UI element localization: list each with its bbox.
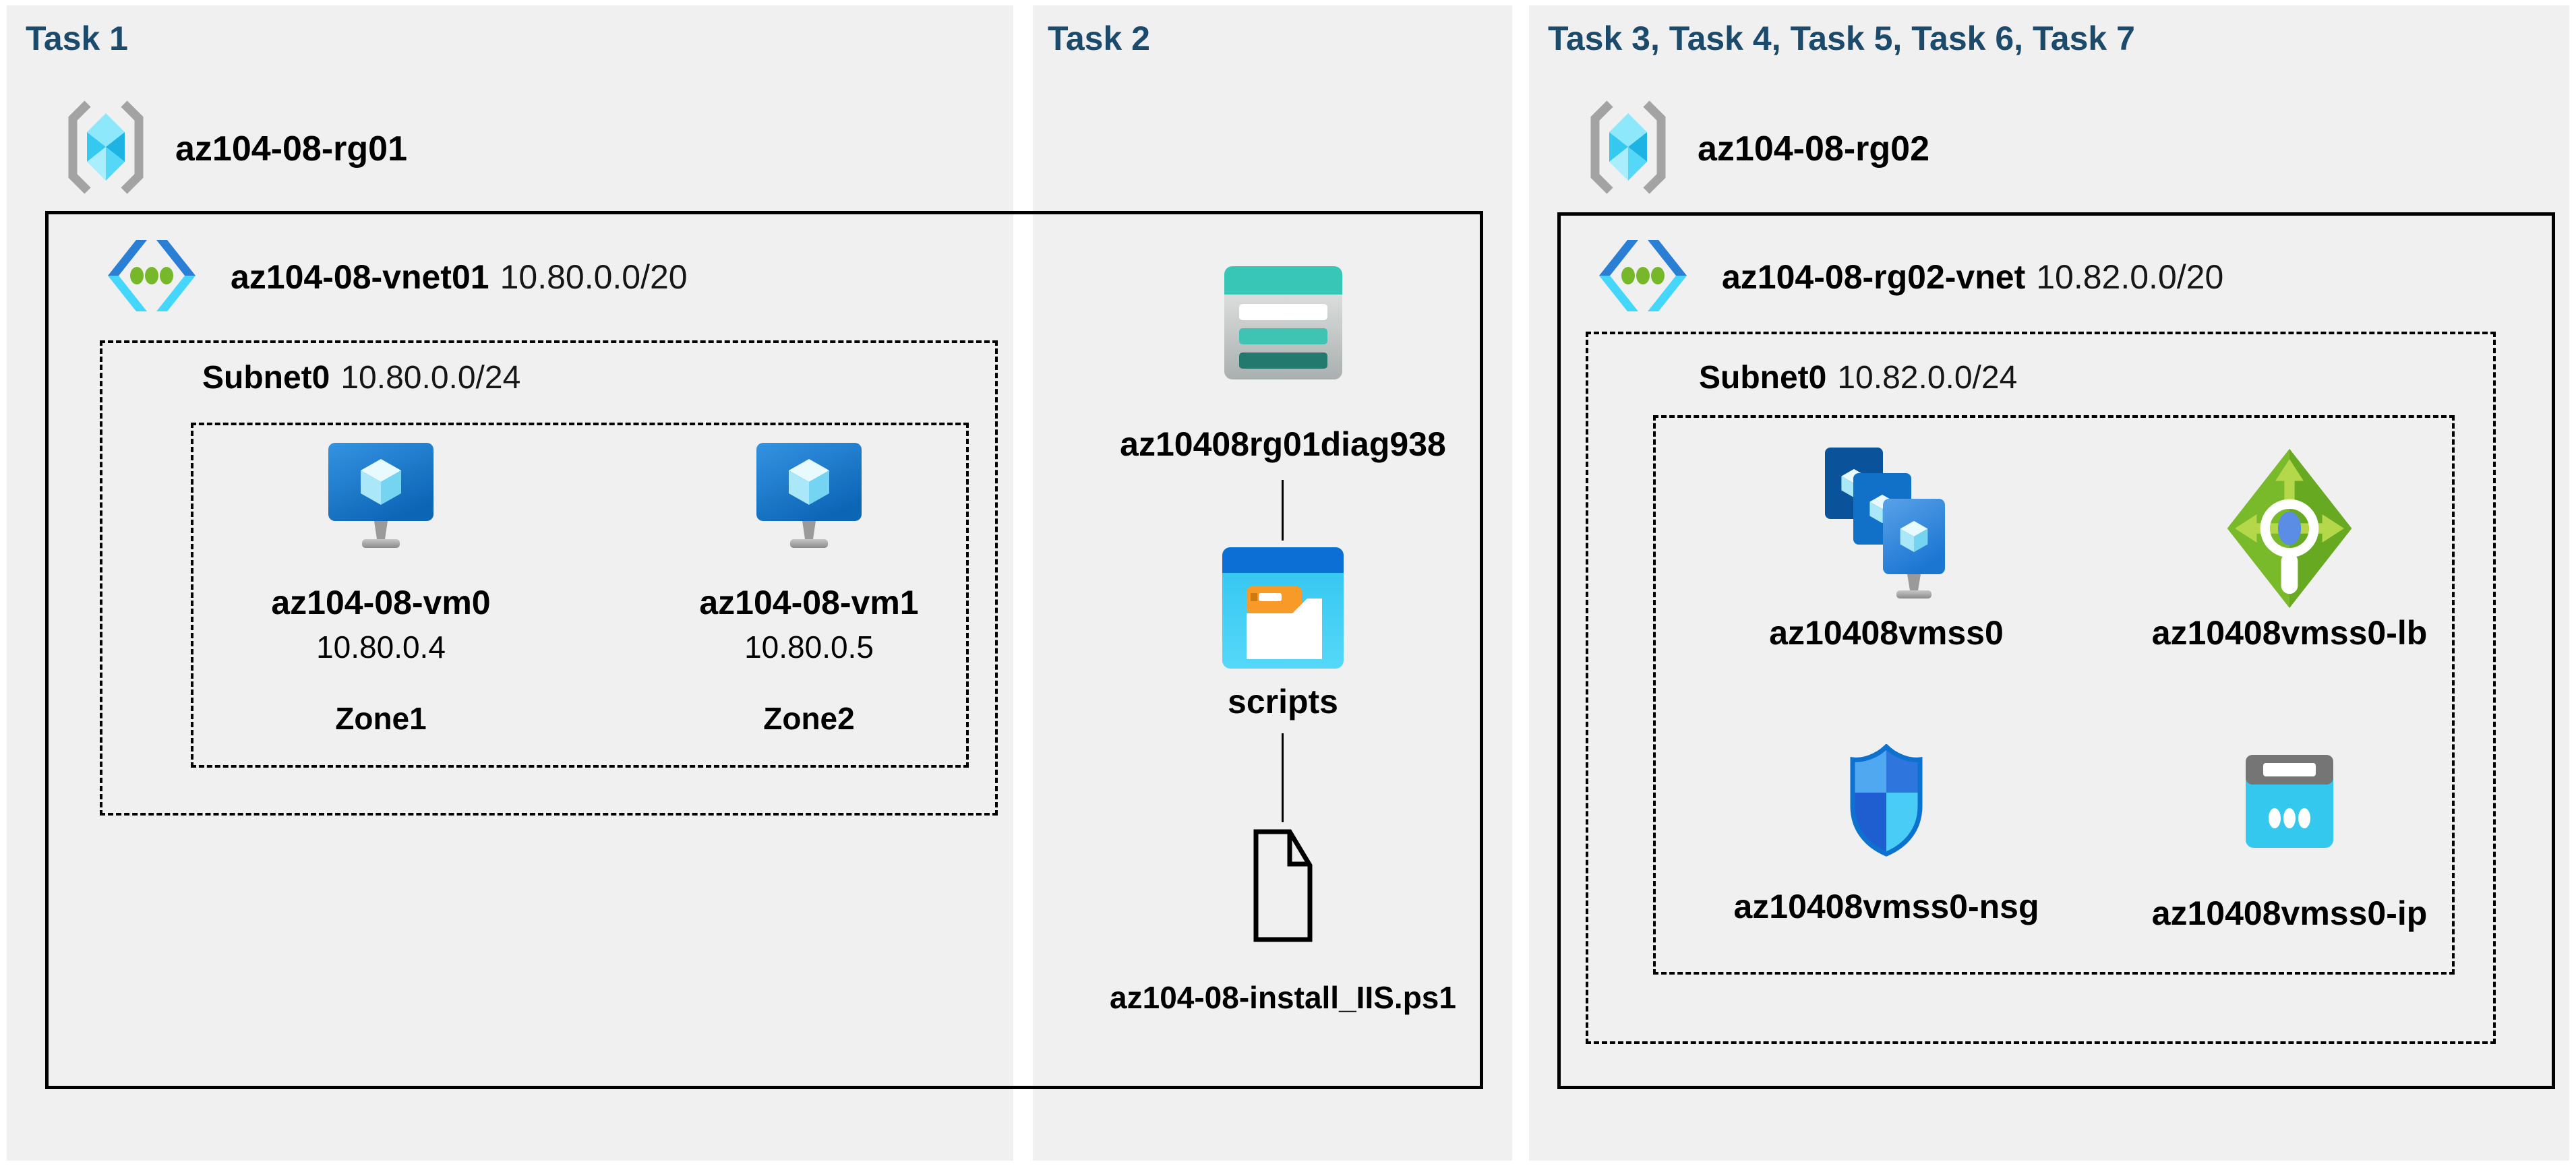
subnet0-outer-box-task3 [1586, 332, 2496, 1044]
subnet0-inner-box-task1 [191, 423, 969, 768]
vnet-icon [1592, 239, 1694, 316]
script-file-node: az104-08-install_IIS.ps1 [1081, 828, 1485, 1016]
resource-group-name: az104-08-rg02 [1698, 129, 1929, 168]
container-node: scripts [1081, 547, 1485, 721]
task3-panel [1529, 5, 2569, 1161]
vnet-name: az104-08-vnet01 [231, 258, 489, 296]
subnet0-inner-box-task3 [1653, 415, 2455, 975]
task1-header: Task 1 [26, 20, 128, 57]
vm-zone: Zone1 [335, 701, 427, 736]
public-ip-name: az10408vmss0-ip [2151, 894, 2428, 932]
container-name: scripts [1228, 683, 1338, 720]
vnet-cidr: 10.80.0.0/20 [500, 258, 688, 296]
vnet-label: az104-08-rg02-vnet 10.82.0.0/20 [1722, 257, 2223, 297]
storage-account-icon [1081, 266, 1485, 425]
vm-name: az104-08-vm0 [271, 584, 491, 621]
subnet0-outer-box-task1 [100, 340, 998, 816]
vm-ip: 10.80.0.5 [744, 630, 874, 665]
subnet-label-task1: Subnet0 10.80.0.0/24 [202, 359, 520, 396]
vm-icon [667, 441, 951, 583]
vm-name: az104-08-vm1 [699, 584, 919, 621]
public-ip-icon [2101, 740, 2478, 894]
document-file-icon [1081, 828, 1485, 979]
resource-group-row-rg02: az104-08-rg02 [1584, 100, 1929, 197]
folder-window-icon [1081, 547, 1485, 682]
public-ip-node: az10408vmss0-ip [2101, 740, 2478, 933]
vnet-name: az104-08-rg02-vnet [1722, 258, 2026, 296]
connector-container-to-file [1282, 733, 1284, 822]
storage-account-name: az10408rg01diag938 [1120, 425, 1446, 463]
vm-zone: Zone2 [763, 701, 855, 736]
vm-ip: 10.80.0.4 [316, 630, 446, 665]
vmss-icon [1698, 445, 2075, 613]
vnet-label: az104-08-vnet01 10.80.0.0/20 [231, 257, 688, 297]
subnet-label-task3: Subnet0 10.82.0.0/24 [1699, 359, 2017, 396]
vnet-cidr: 10.82.0.0/20 [2036, 258, 2224, 296]
rg01-boundary-box [45, 211, 1483, 1089]
resource-group-name: az104-08-rg01 [175, 129, 407, 168]
vmss-name: az10408vmss0 [1769, 614, 2004, 652]
resource-group-icon [1584, 98, 1672, 200]
vmss-node: az10408vmss0 [1698, 445, 2075, 652]
vm-icon [239, 441, 522, 583]
vnet-row-vnet01: az104-08-vnet01 10.80.0.0/20 [101, 239, 688, 316]
storage-account-node: az10408rg01diag938 [1081, 266, 1485, 464]
connector-storage-to-container [1282, 480, 1284, 541]
resource-group-icon [62, 98, 150, 200]
task3-header: Task 3, Task 4, Task 5, Task 6, Task 7 [1548, 20, 2135, 57]
script-file-name: az104-08-install_IIS.ps1 [1110, 980, 1456, 1015]
nsg-shield-icon [1698, 740, 2075, 887]
vm-node-vm0: az104-08-vm0 10.80.0.4 Zone1 [239, 441, 522, 737]
nsg-name: az10408vmss0-nsg [1733, 888, 2039, 925]
resource-group-row-rg01: az104-08-rg01 [62, 100, 407, 197]
load-balancer-name: az10408vmss0-lb [2151, 614, 2428, 652]
vm-node-vm1: az104-08-vm1 10.80.0.5 Zone2 [667, 441, 951, 737]
subnet-cidr: 10.82.0.0/24 [1837, 360, 2018, 396]
task1-panel [7, 5, 1013, 1161]
subnet-name: Subnet0 [1699, 360, 1827, 396]
nsg-node: az10408vmss0-nsg [1698, 740, 2075, 926]
rg02-boundary-box [1557, 212, 2555, 1089]
vnet-row-rg02-vnet: az104-08-rg02-vnet 10.82.0.0/20 [1592, 239, 2223, 316]
load-balancer-node: az10408vmss0-lb [2101, 445, 2478, 652]
subnet-name: Subnet0 [202, 360, 330, 396]
load-balancer-icon [2101, 445, 2478, 613]
subnet-cidr: 10.80.0.0/24 [340, 360, 521, 396]
task2-header: Task 2 [1048, 20, 1150, 57]
vnet-icon [101, 239, 202, 316]
